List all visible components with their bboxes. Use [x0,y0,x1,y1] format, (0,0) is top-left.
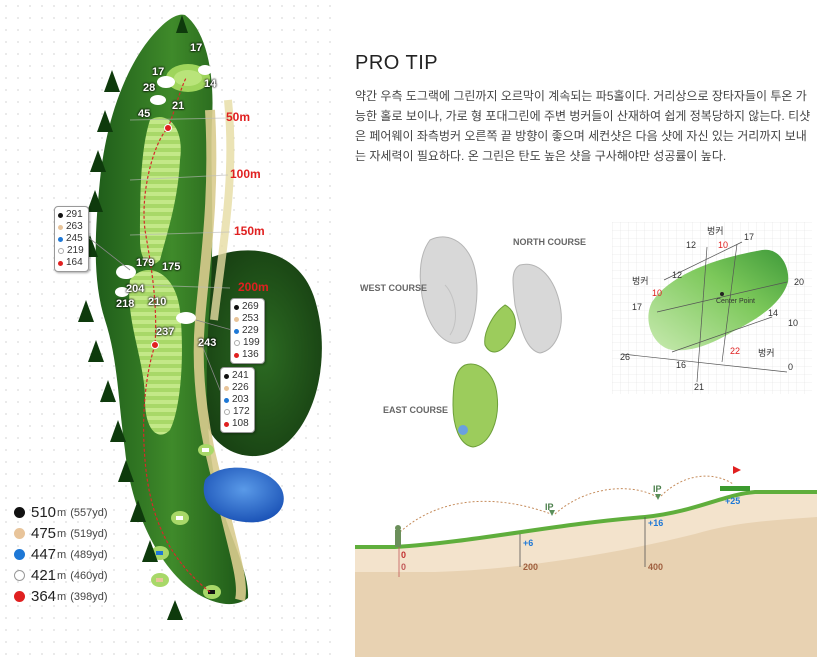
distance-zero: 0 [401,562,407,572]
tee-dot-red [224,421,229,427]
marker-label: 175 [162,261,181,273]
center-point-label: Center Point [716,298,755,305]
elevation-plus6: +6 [523,538,534,548]
north-course-label: NORTH COURSE [513,237,587,247]
tee-dot-gold [234,316,239,322]
green-number: 10 [788,318,799,328]
marker-label: 21 [172,100,185,112]
distance-marker-150: 150m [234,224,265,238]
green-number: 17 [632,302,643,312]
tee-dot-black [58,212,63,218]
tee-dot-black [234,304,239,310]
marker-label: 204 [126,283,145,295]
tee-dot-red [234,352,239,358]
yardage-card: 269 253 229 199 136 [230,298,265,364]
marker-label: 28 [143,82,156,94]
tee-dot-blue [234,328,239,334]
yardage-card: 291 263 245 219 164 [54,206,89,272]
elevation-plus25: +25 [725,496,741,506]
distance-400: 400 [648,562,664,572]
west-course-label: WEST COURSE [360,283,428,293]
marker-label: 179 [136,257,155,269]
pro-tip-title: PRO TIP [355,52,439,74]
tee-dot-white [224,409,230,415]
green-number: 21 [694,382,705,392]
green-number: 26 [620,352,631,362]
green-detail-illustration [612,222,812,394]
bunker-label: 벙커 [758,348,775,358]
distance-marker-100: 100m [230,167,261,181]
marker-label: 218 [116,298,135,310]
distance-200: 200 [523,562,539,572]
yardage-card: 241 226 203 172 108 [220,367,255,433]
distance-marker-50: 50m [226,110,251,124]
tee-dot-blue [14,549,25,560]
tee-dot-gold [14,528,25,539]
tee-dot-gold [58,224,63,230]
course-overview-illustration [419,236,562,448]
green-number: 17 [744,232,755,242]
green-number: 10 [652,288,663,298]
pro-tip-body: 약간 우측 도그랙에 그린까지 오르막이 계속되는 파5홀이다. 거리상으로 장… [355,89,811,163]
bunker-label: 벙커 [707,226,724,236]
tee-dot-black [224,373,229,379]
course-overview-map: NORTH COURSE WEST COURSE EAST COURSE [355,225,610,455]
green-detail-diagram: 벙커 12 17 10 12 20 10 17 14 10 22 16 0 26… [612,222,812,394]
elevation-profile-illustration [355,466,817,657]
tee-dot-blue [58,236,63,242]
green-number: 0 [788,362,794,372]
marker-label: 17 [152,66,165,78]
green-number: 10 [718,240,729,250]
green-number: 22 [730,346,741,356]
elevation-zero: 0 [401,550,407,560]
tee-dot-white [58,248,64,254]
marker-label: 17 [190,42,203,54]
bunker-label: 벙커 [632,276,649,286]
green-number: 20 [794,277,805,287]
distance-marker-200: 200m [238,280,269,294]
marker-label: 210 [148,296,167,308]
green-number: 12 [672,270,683,280]
hole-map: 17 17 14 28 21 45 179 175 204 218 210 23… [0,0,340,657]
tee-dot-white [234,340,240,346]
tee-dot-white [14,570,25,581]
tee-dot-red [14,591,25,602]
marker-label: 14 [204,78,217,90]
east-course-label: EAST COURSE [383,405,449,415]
marker-label: 45 [138,108,151,120]
elevation-profile: IP IP +6 +16 +25 0 0 200 400 [355,462,817,657]
ip-marker-1: IP [545,502,554,512]
tee-dot-blue [224,397,229,403]
tee-dot-red [58,260,63,266]
tee-dot-gold [224,385,229,391]
green-number: 14 [768,308,779,318]
elevation-plus16: +16 [648,518,664,528]
green-number: 12 [686,240,697,250]
marker-label: 237 [156,326,175,338]
tee-dot-black [14,507,25,518]
green-number: 16 [676,360,687,370]
marker-label: 243 [198,337,217,349]
ip-marker-2: IP [653,484,662,494]
